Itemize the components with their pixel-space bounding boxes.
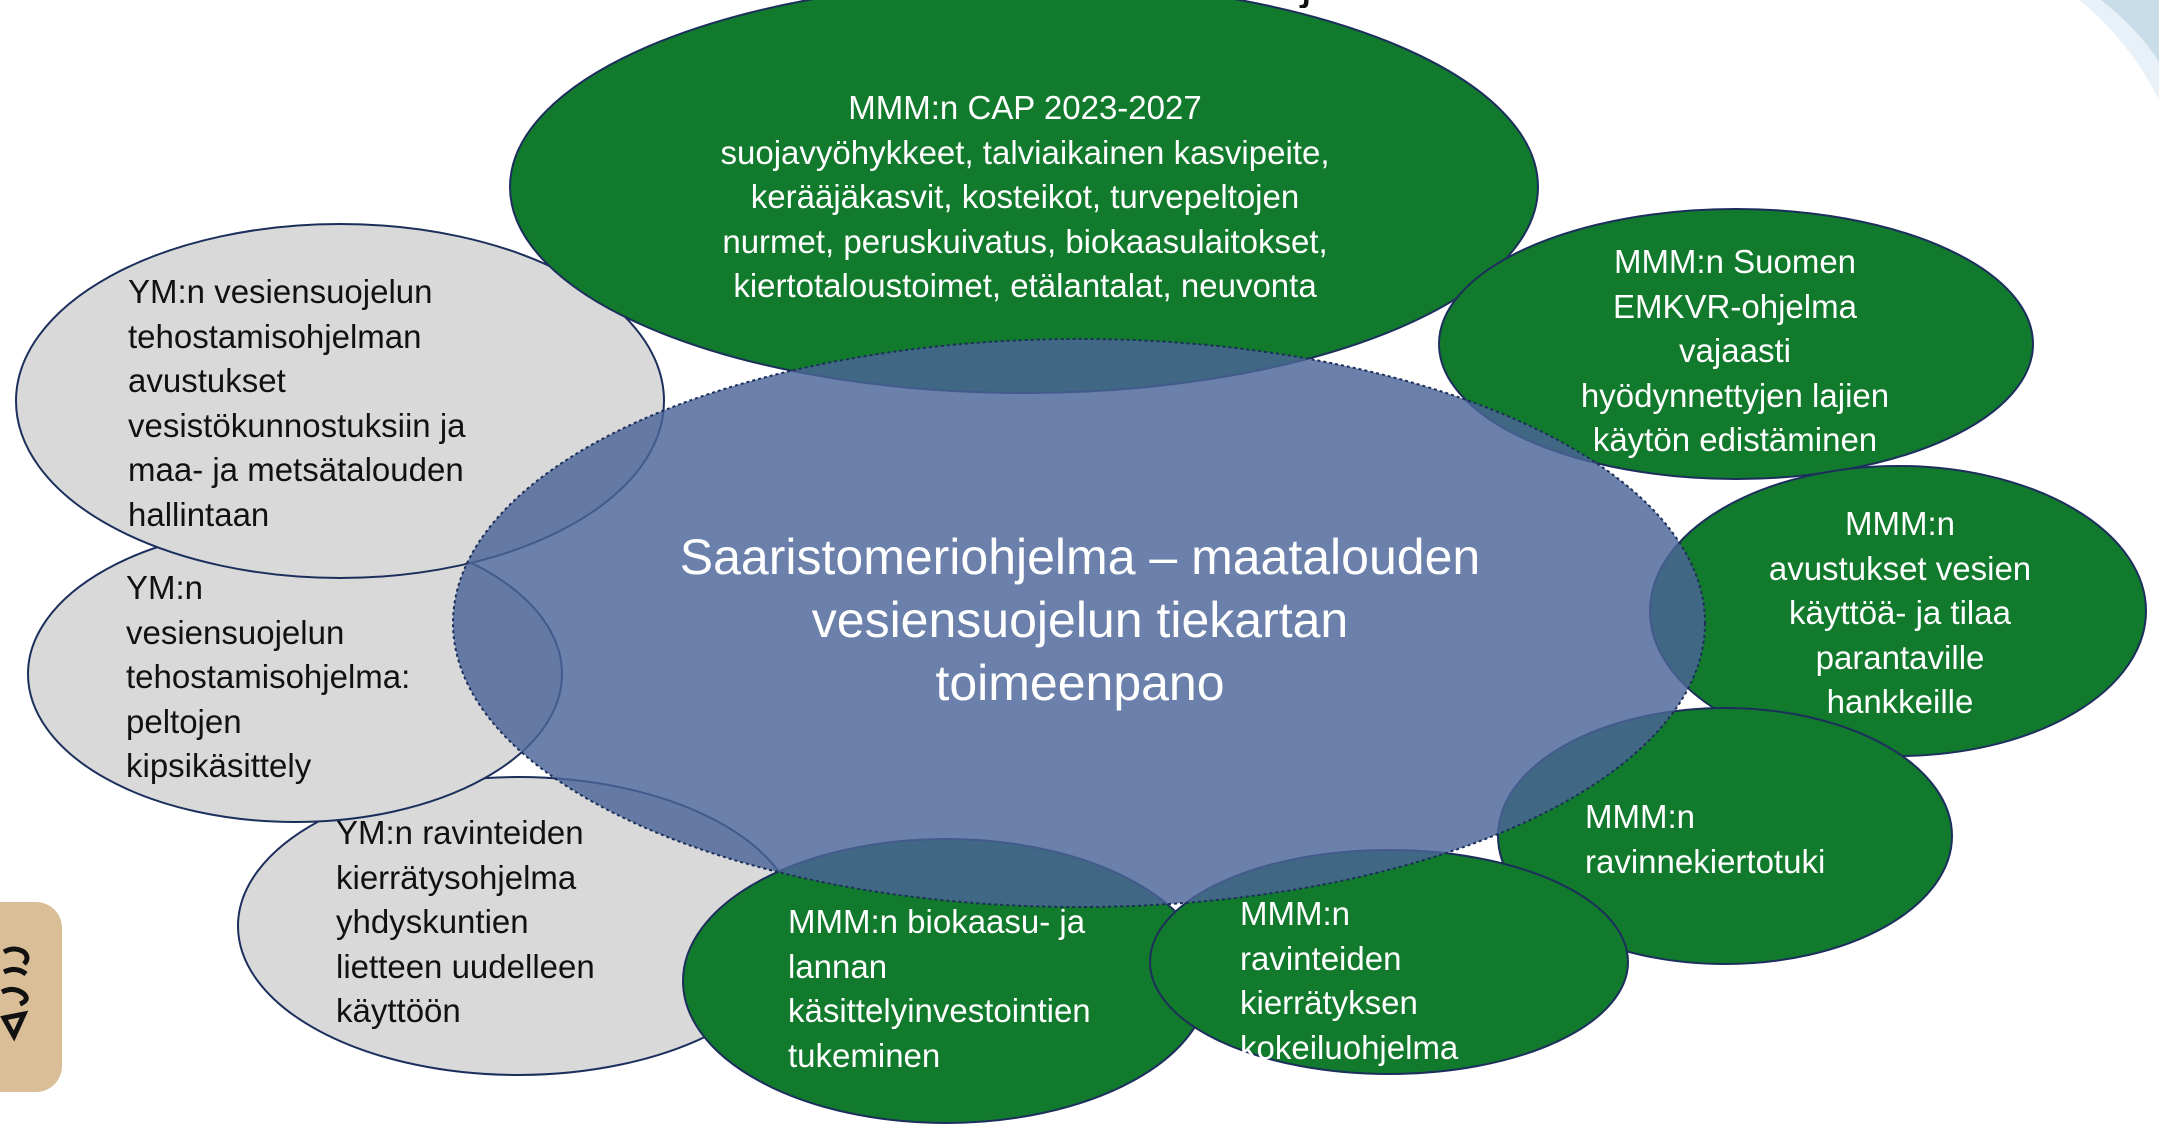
organization-logo-icon — [0, 946, 30, 1042]
node-label-mmm-biokaasu: MMM:n biokaasu- ja lannan käsittelyinves… — [788, 903, 1091, 1074]
node-label-ym-kipsi: YM:n vesiensuojelun tehostamisohjelma: p… — [126, 569, 411, 784]
logo-badge — [0, 902, 62, 1092]
node-label-mmm-kokeilu: MMM:n ravinteiden kierrätyksen kokeiluoh… — [1240, 895, 1459, 1066]
node-label-mmm-emkvr: MMM:n Suomen EMKVR-ohjelma vajaasti hyöd… — [1580, 243, 1890, 458]
oval-ym-avustukset[interactable] — [15, 223, 665, 579]
slide-title-fragment: Ministeriöiden rahoitusinstrumentit maat… — [0, 0, 1440, 8]
node-label-mmm-ravinnekierto: MMM:n ravinnekiertotuki — [1585, 798, 1826, 880]
oval-center[interactable] — [452, 338, 1706, 908]
node-label-ym-avustukset: YM:n vesiensuojelun tehostamisohjelman a… — [128, 273, 466, 533]
center-label: Saaristomeriohjelma – maatalouden vesien… — [679, 529, 1481, 711]
corner-decoration — [2079, 0, 2159, 100]
node-label-mmm-vesien: MMM:n avustukset vesien käyttöä- ja tila… — [1768, 505, 2032, 720]
node-label-ym-ravinteet: YM:n ravinteiden kierrätysohjelma yhdysk… — [336, 814, 595, 1029]
oval-mmm-emkvr[interactable] — [1438, 208, 2034, 480]
node-label-mmm-cap: MMM:n CAP 2023-2027 suojavyöhykkeet, tal… — [720, 89, 1330, 304]
